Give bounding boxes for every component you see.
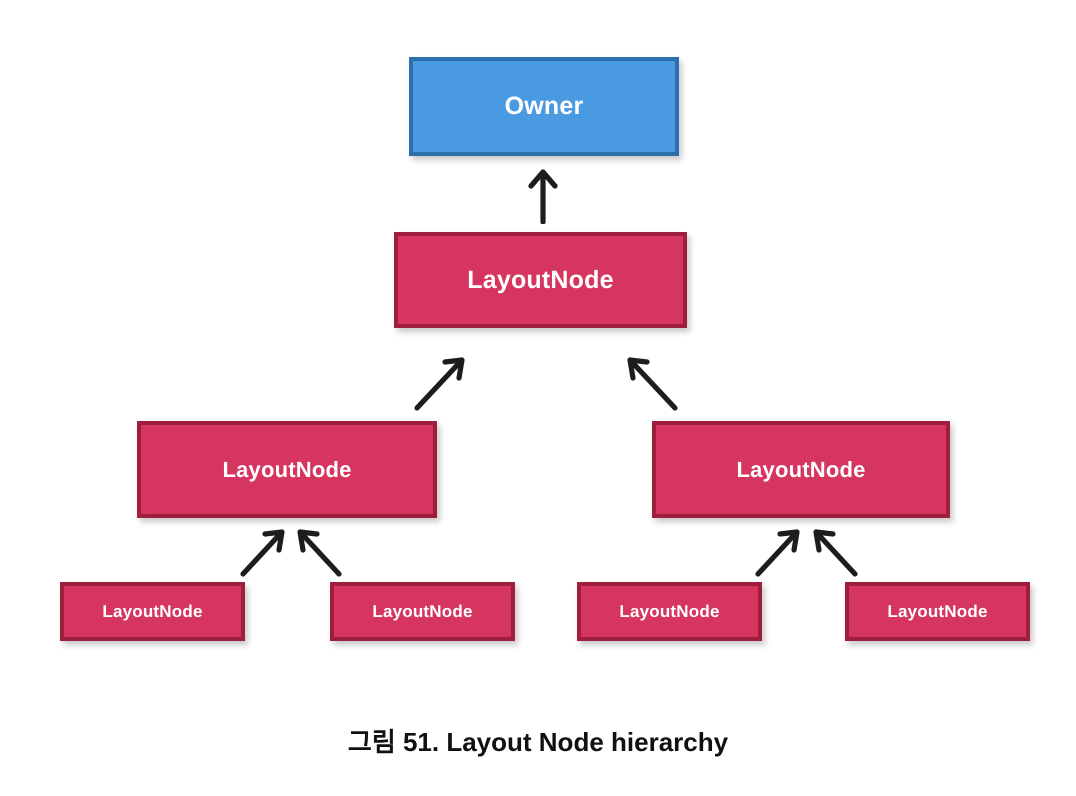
- arrow-up-left-icon-branchright-to-root: [626, 357, 678, 411]
- node-layoutnode-leaf-4[interactable]: LayoutNode: [845, 582, 1030, 641]
- node-layoutnode-leaf-3[interactable]: LayoutNode: [577, 582, 762, 641]
- arrow-up-right-icon-leaf1-to-branchleft: [240, 529, 286, 577]
- node-layoutnode-leaf-1[interactable]: LayoutNode: [60, 582, 245, 641]
- node-layoutnode-root-label: LayoutNode: [467, 265, 614, 294]
- arrow-up-left-icon-leaf2-to-branchleft: [296, 529, 342, 577]
- node-layoutnode-leaf-1-label: LayoutNode: [102, 601, 203, 621]
- node-layoutnode-leaf-2-label: LayoutNode: [372, 601, 473, 621]
- node-layoutnode-leaf-3-label: LayoutNode: [619, 601, 720, 621]
- node-layoutnode-root[interactable]: LayoutNode: [394, 232, 687, 328]
- arrow-up-left-icon-leaf4-to-branchright: [812, 529, 858, 577]
- node-layoutnode-branch-left[interactable]: LayoutNode: [137, 421, 437, 518]
- node-owner[interactable]: Owner: [409, 57, 679, 156]
- figure-caption: 그림 51. Layout Node hierarchy: [347, 727, 729, 757]
- node-layoutnode-leaf-2[interactable]: LayoutNode: [330, 582, 515, 641]
- arrow-up-right-icon-branchleft-to-root: [414, 357, 466, 411]
- arrow-up-right-icon-leaf3-to-branchright: [755, 529, 801, 577]
- node-layoutnode-leaf-4-label: LayoutNode: [887, 601, 988, 621]
- node-owner-label: Owner: [504, 92, 584, 120]
- node-layoutnode-branch-right[interactable]: LayoutNode: [652, 421, 950, 518]
- node-layoutnode-branch-right-label: LayoutNode: [736, 456, 866, 482]
- node-layoutnode-branch-left-label: LayoutNode: [222, 456, 352, 482]
- arrow-up-icon-root-to-owner: [522, 168, 564, 224]
